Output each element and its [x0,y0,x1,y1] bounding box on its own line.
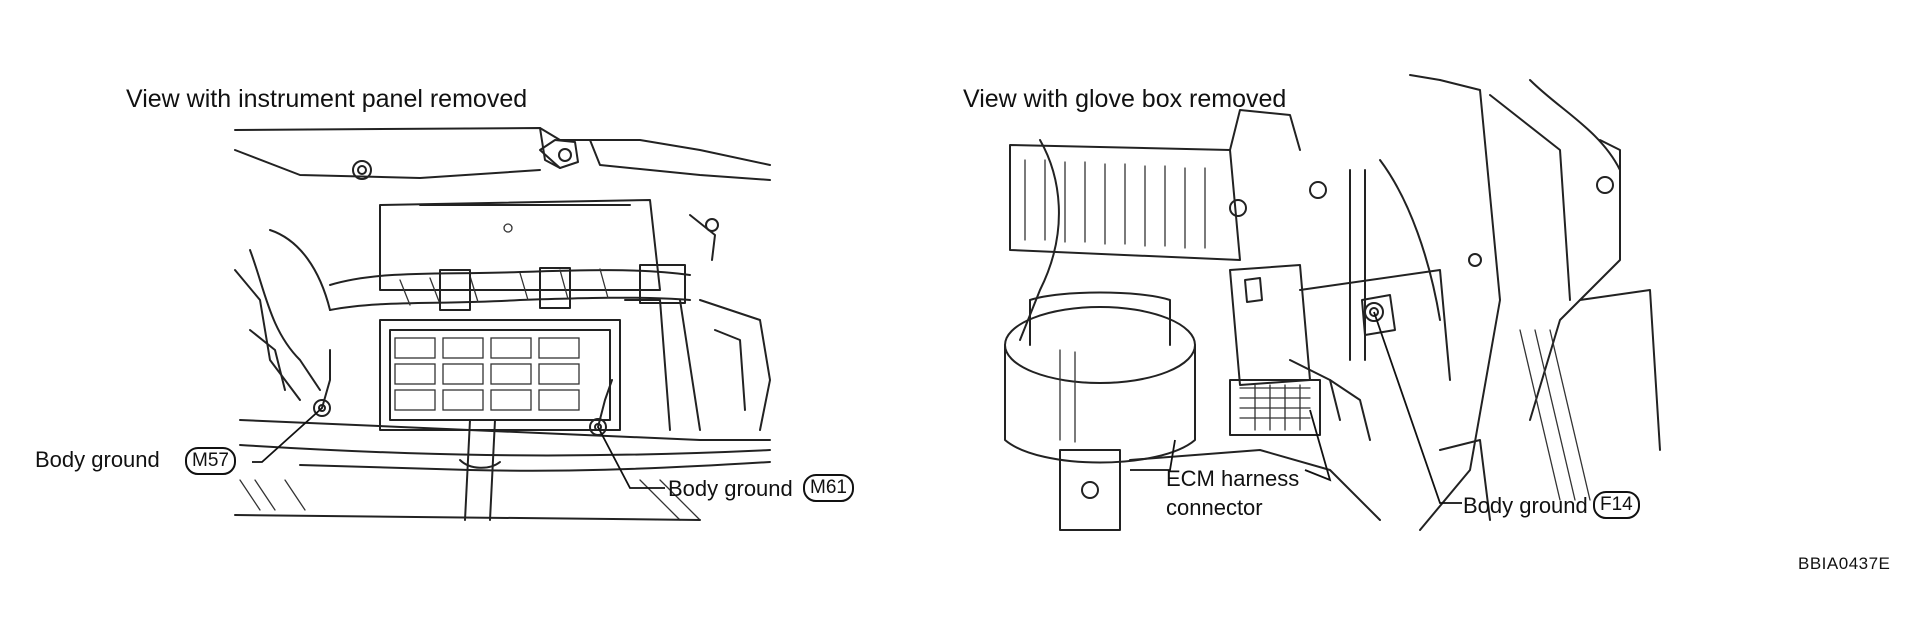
callout-label-m61: Body ground [668,476,793,501]
callout-code-m61: M61 [803,474,854,502]
ecm-label-line2: connector [1166,495,1263,520]
callout-label-m57: Body ground [35,447,160,472]
left-view-title: View with instrument panel removed [126,85,528,113]
callout-code-f14: F14 [1593,491,1640,519]
figure-id: BBIA0437E [1798,554,1891,573]
callout-code-m57: M57 [185,447,236,475]
right-view-title: View with glove box removed [963,85,1287,113]
ecm-label-line1: ECM harness [1166,466,1300,491]
callout-label-f14: Body ground [1463,493,1588,518]
